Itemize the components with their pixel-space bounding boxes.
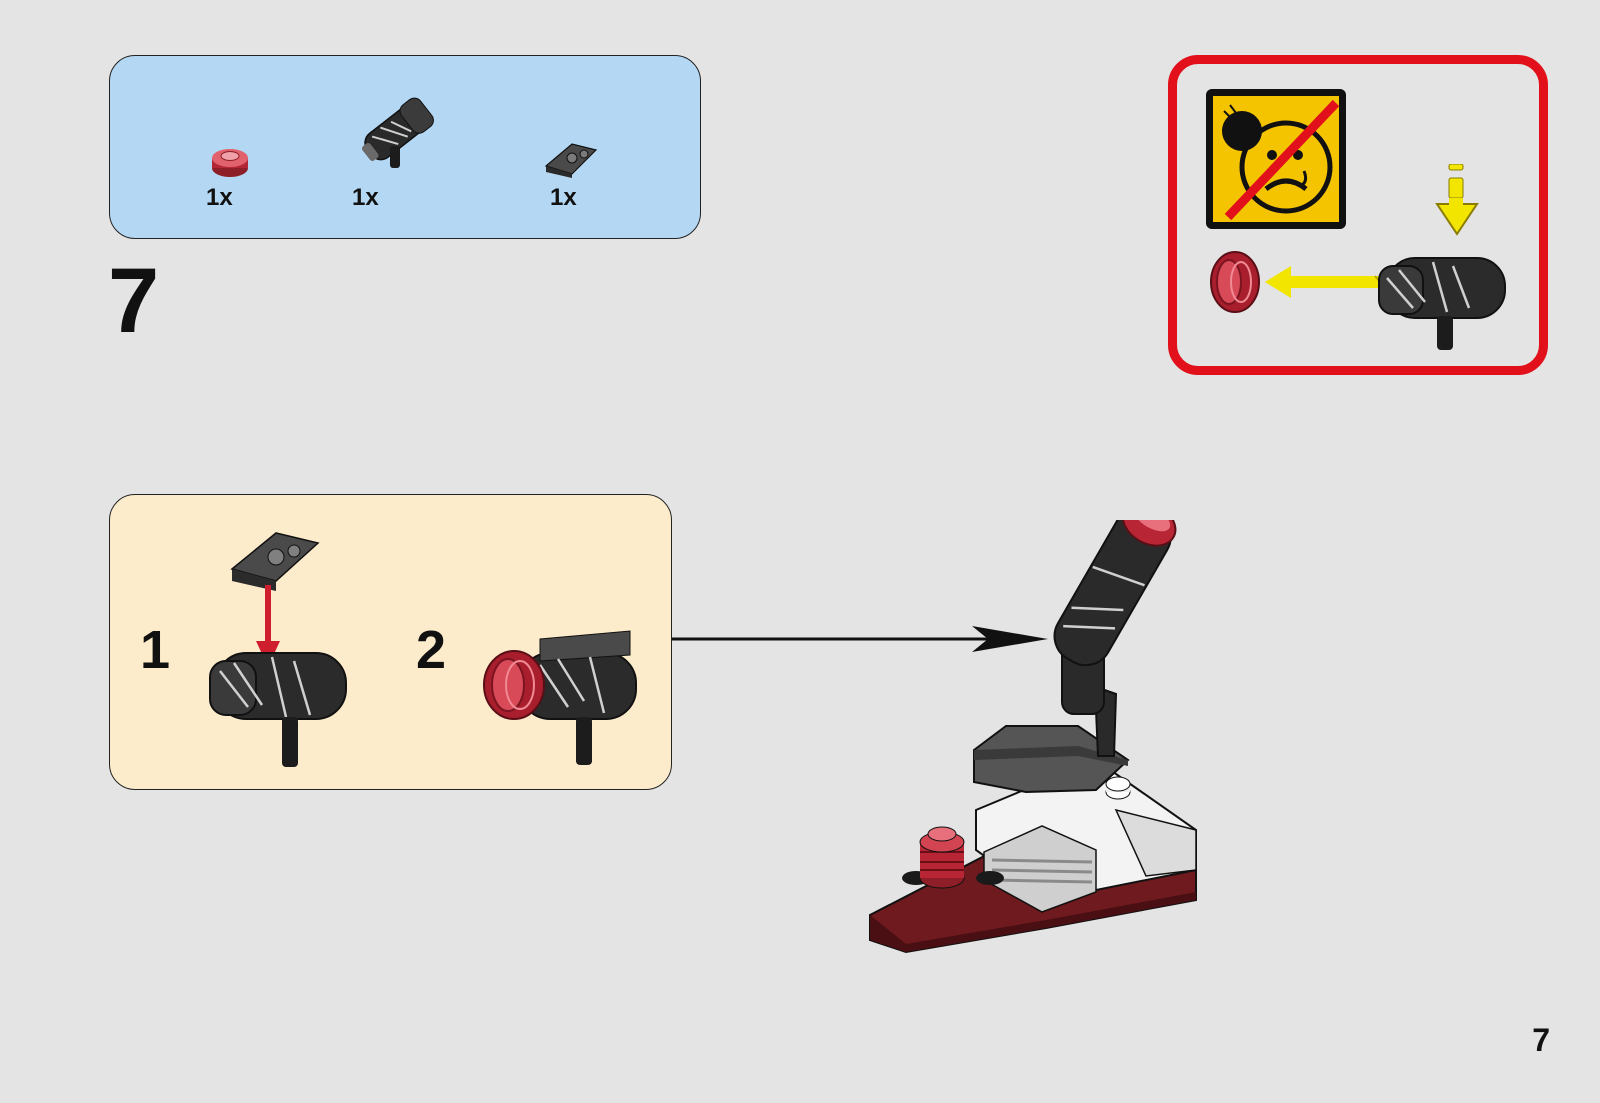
part-quantity: 1x <box>550 184 577 212</box>
blaster-part-icon <box>350 80 450 180</box>
part-quantity: 1x <box>352 184 379 212</box>
assembled-model-illustration <box>866 520 1226 960</box>
assembled-blaster-icon <box>480 621 640 771</box>
clip-plate-icon <box>226 525 324 593</box>
safety-warning-box <box>1168 55 1548 375</box>
trans-red-projectile-icon <box>1197 244 1273 320</box>
parts-list-box: 1x 1x 1x <box>109 55 701 239</box>
clip-plate-part-icon <box>542 136 600 180</box>
trans-red-stack <box>920 827 964 888</box>
no-eye-projectile-warning-icon <box>1206 89 1346 229</box>
part-quantity: 1x <box>206 184 233 212</box>
press-down-arrow-icon <box>1435 164 1479 244</box>
substep-number: 2 <box>416 623 446 677</box>
substep-number: 1 <box>140 623 170 677</box>
page-number: 7 <box>1532 1022 1550 1059</box>
blaster-icon <box>206 635 356 771</box>
trans-red-round-plate-icon <box>206 142 254 182</box>
subassembly-box: 1 2 <box>109 494 672 790</box>
step-number: 7 <box>108 255 159 347</box>
